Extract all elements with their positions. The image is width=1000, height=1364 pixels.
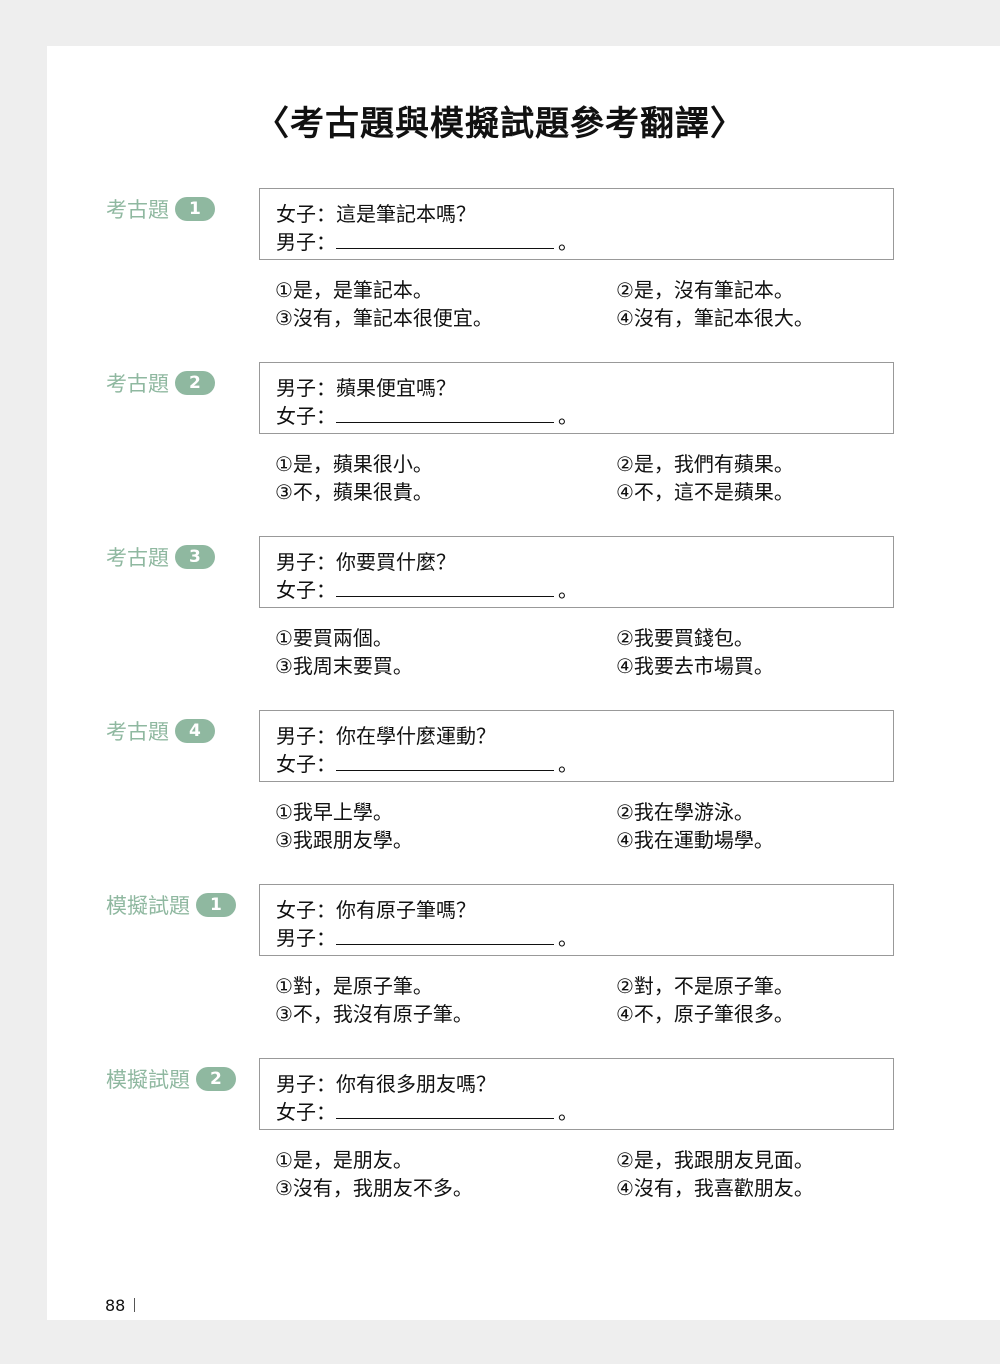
question-type: 模擬試題 bbox=[106, 894, 190, 918]
answer-blank bbox=[336, 578, 554, 597]
dialogue-box: 女子：這是筆記本嗎？ 男子： 。 bbox=[259, 188, 894, 260]
option-2: ②對，不是原子筆。 bbox=[616, 974, 794, 998]
dialogue-question: 男子：蘋果便宜嗎？ bbox=[276, 376, 456, 400]
option-3: ③不，蘋果很貴。 bbox=[275, 480, 433, 504]
page bbox=[47, 46, 1000, 1320]
page-number: 88 bbox=[105, 1296, 126, 1315]
option-1: ①對，是原子筆。 bbox=[275, 974, 433, 998]
option-4: ④沒有，筆記本很大。 bbox=[616, 306, 814, 330]
dialogue-box: 男子：你在學什麼運動？ 女子： 。 bbox=[259, 710, 894, 782]
dialogue-question: 女子：你有原子筆嗎？ bbox=[276, 898, 476, 922]
option-1: ①是，蘋果很小。 bbox=[275, 452, 433, 476]
option-2: ②我在學游泳。 bbox=[616, 800, 754, 824]
speaker: 女子： bbox=[276, 578, 336, 602]
dialogue-question: 女子：這是筆記本嗎？ bbox=[276, 202, 476, 226]
page-number-divider bbox=[134, 1298, 135, 1312]
option-3: ③我周末要買。 bbox=[275, 654, 413, 678]
dialogue-question: 男子：你有很多朋友嗎？ bbox=[276, 1072, 496, 1096]
option-2: ②我要買錢包。 bbox=[616, 626, 754, 650]
dialogue-answer: 女子： 。 bbox=[276, 748, 578, 777]
dialogue-box: 男子：你要買什麼？ 女子： 。 bbox=[259, 536, 894, 608]
option-4: ④我在運動場學。 bbox=[616, 828, 774, 852]
answer-blank bbox=[336, 752, 554, 771]
dialogue-question: 男子：你要買什麼？ bbox=[276, 550, 456, 574]
answer-blank bbox=[336, 926, 554, 945]
option-3: ③沒有，我朋友不多。 bbox=[275, 1176, 473, 1200]
question-number-badge: 1 bbox=[196, 893, 236, 917]
dialogue-box: 男子：蘋果便宜嗎？ 女子： 。 bbox=[259, 362, 894, 434]
question-type: 考古題 bbox=[106, 372, 169, 396]
dialogue-answer: 男子： 。 bbox=[276, 226, 578, 255]
question-number-badge: 3 bbox=[175, 545, 215, 569]
dialogue-answer: 女子： 。 bbox=[276, 574, 578, 603]
option-3: ③我跟朋友學。 bbox=[275, 828, 413, 852]
option-4: ④沒有，我喜歡朋友。 bbox=[616, 1176, 814, 1200]
page-title: 〈考古題與模擬試題參考翻譯〉 bbox=[255, 104, 745, 144]
period: 。 bbox=[558, 404, 578, 428]
speaker: 男子： bbox=[276, 926, 336, 950]
option-1: ①要買兩個。 bbox=[275, 626, 393, 650]
speaker: 女子： bbox=[276, 752, 336, 776]
period: 。 bbox=[558, 230, 578, 254]
period: 。 bbox=[558, 578, 578, 602]
speaker: 女子： bbox=[276, 1100, 336, 1124]
option-2: ②是，沒有筆記本。 bbox=[616, 278, 794, 302]
dialogue-answer: 男子： 。 bbox=[276, 922, 578, 951]
speaker: 男子： bbox=[276, 230, 336, 254]
dialogue-answer: 女子： 。 bbox=[276, 400, 578, 429]
question-type: 考古題 bbox=[106, 198, 169, 222]
dialogue-answer: 女子： 。 bbox=[276, 1096, 578, 1125]
answer-blank bbox=[336, 1100, 554, 1119]
question-type: 考古題 bbox=[106, 720, 169, 744]
question-number-badge: 2 bbox=[196, 1067, 236, 1091]
option-4: ④不，原子筆很多。 bbox=[616, 1002, 794, 1026]
question-type: 模擬試題 bbox=[106, 1068, 190, 1092]
period: 。 bbox=[558, 1100, 578, 1124]
option-1: ①是，是朋友。 bbox=[275, 1148, 413, 1172]
option-4: ④不，這不是蘋果。 bbox=[616, 480, 794, 504]
answer-blank bbox=[336, 404, 554, 423]
option-3: ③不，我沒有原子筆。 bbox=[275, 1002, 473, 1026]
speaker: 女子： bbox=[276, 404, 336, 428]
option-4: ④我要去市場買。 bbox=[616, 654, 774, 678]
dialogue-question: 男子：你在學什麼運動？ bbox=[276, 724, 496, 748]
period: 。 bbox=[558, 752, 578, 776]
dialogue-box: 女子：你有原子筆嗎？ 男子： 。 bbox=[259, 884, 894, 956]
option-3: ③沒有，筆記本很便宜。 bbox=[275, 306, 493, 330]
question-number-badge: 4 bbox=[175, 719, 215, 743]
dialogue-box: 男子：你有很多朋友嗎？ 女子： 。 bbox=[259, 1058, 894, 1130]
question-type: 考古題 bbox=[106, 546, 169, 570]
period: 。 bbox=[558, 926, 578, 950]
question-number-badge: 2 bbox=[175, 371, 215, 395]
answer-blank bbox=[336, 230, 554, 249]
question-number-badge: 1 bbox=[175, 197, 215, 221]
option-1: ①是，是筆記本。 bbox=[275, 278, 433, 302]
option-2: ②是，我跟朋友見面。 bbox=[616, 1148, 814, 1172]
option-1: ①我早上學。 bbox=[275, 800, 393, 824]
option-2: ②是，我們有蘋果。 bbox=[616, 452, 794, 476]
